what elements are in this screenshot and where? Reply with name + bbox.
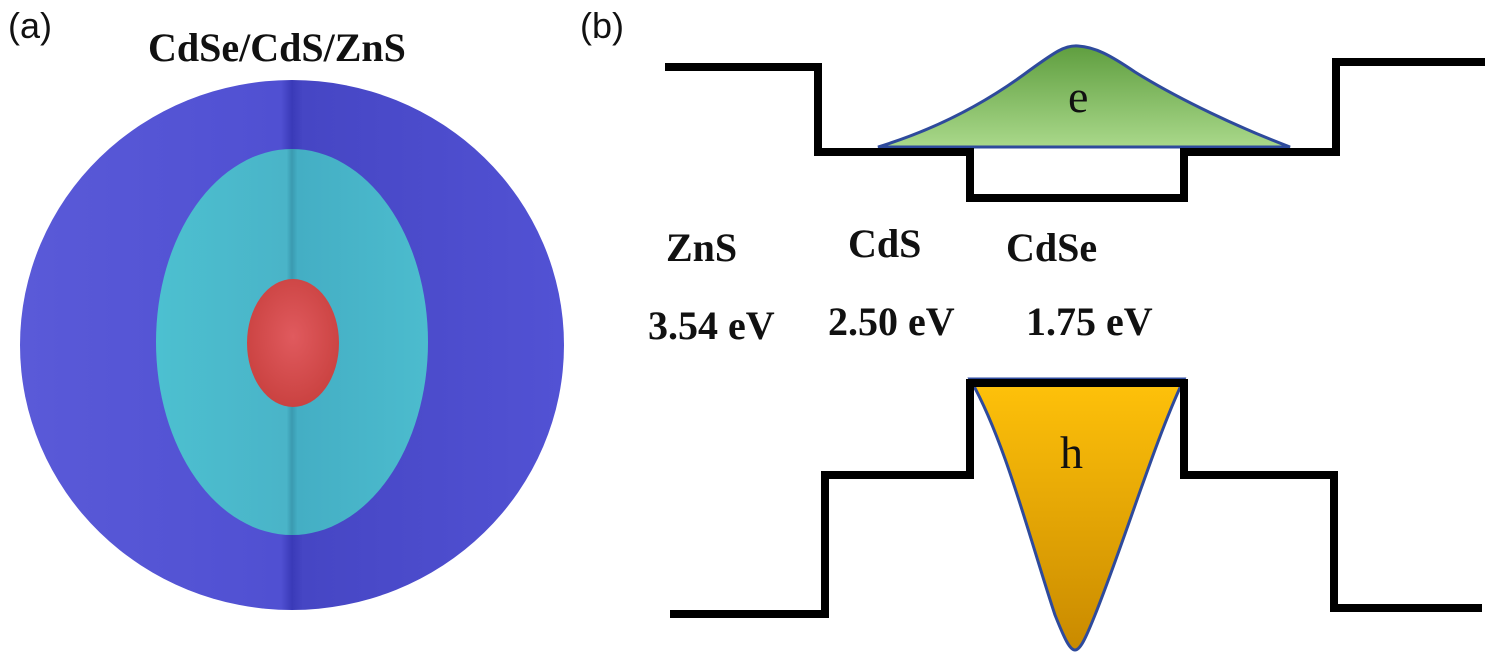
band-gap-cdse: 1.75 eV [1026,299,1153,344]
panel-a-label: (a) [8,5,52,46]
band-diagram: e h [665,44,1485,652]
core-cdse [247,279,339,407]
panel-b: e h (b) ZnS CdS CdSe 3.54 eV 2.50 eV 1.7… [560,0,1500,659]
panel-b-label: (b) [580,5,624,46]
structure-title: CdSe/CdS/ZnS [148,25,406,70]
electron-label: e [1068,71,1088,122]
band-gap-cds: 2.50 eV [828,299,955,344]
conduction-band-edge [665,58,1485,202]
material-name-cdse: CdSe [1006,225,1098,270]
electron-wavefunction [877,44,1291,149]
valence-band-edge [670,379,1482,618]
material-name-zns: ZnS [666,225,738,270]
core-shell-sphere [20,80,564,610]
panel-a: (a) CdSe/CdS/ZnS [0,0,590,659]
hole-wavefunction [967,377,1187,652]
band-gap-zns: 3.54 eV [648,303,775,348]
material-name-cds: CdS [848,221,922,266]
hole-label: h [1060,427,1083,478]
